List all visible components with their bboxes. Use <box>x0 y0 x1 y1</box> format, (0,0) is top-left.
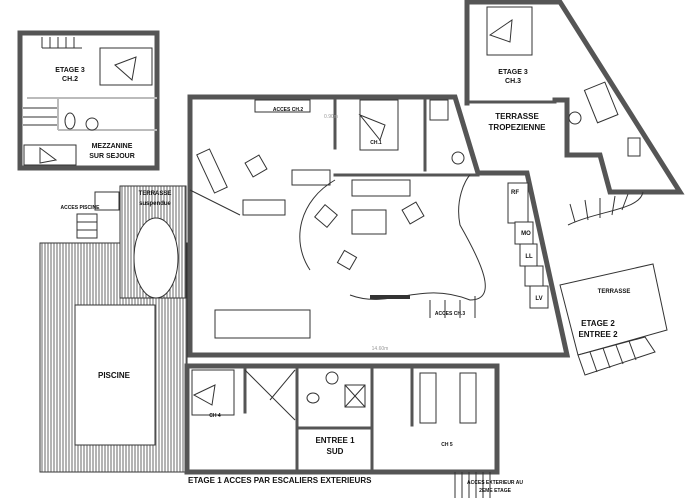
label-terrasse-suspendue-sub: suspendue <box>139 201 171 207</box>
label-etage2: ETAGE 2 <box>581 319 615 328</box>
label-etage1-caption: ETAGE 1 ACCES PAR ESCALIERS EXTERIEURS <box>188 476 372 485</box>
ch2-block <box>17 30 160 171</box>
pool-stairs <box>76 191 120 239</box>
label-rf: RF <box>511 190 519 196</box>
label-ch3-floor: ETAGE 3 <box>498 69 528 76</box>
ch3-block <box>464 0 685 226</box>
label-piscine: PISCINE <box>98 371 131 380</box>
label-entree2: ENTREE 2 <box>578 330 618 339</box>
label-ch2: CH.2 <box>62 76 78 83</box>
dimension-door: 0.90m <box>324 114 338 120</box>
label-acces-piscine: ACCES PISCINE <box>61 205 101 211</box>
label-ch4: CH 4 <box>209 413 221 419</box>
label-ch5: CH 5 <box>441 442 453 448</box>
terrasse-suspendue <box>119 185 187 299</box>
etage1-block <box>184 363 500 498</box>
label-ch2-floor: ETAGE 3 <box>55 67 85 74</box>
label-ll: LL <box>525 254 533 260</box>
label-terrasse-suspendue: TERRASSE <box>139 191 172 197</box>
label-ch1: CH.1 <box>370 140 382 146</box>
label-acces-exterieur-sub: 2EME ETAGE <box>479 488 512 494</box>
label-ch3: CH.3 <box>505 78 521 85</box>
label-mezzanine: MEZZANINE <box>92 143 133 150</box>
label-terrasse-east: TERRASSE <box>598 289 631 295</box>
label-lv: LV <box>535 296 542 302</box>
label-mo: MO <box>521 231 531 237</box>
label-acces-ch3: ACCES CH.3 <box>435 311 466 317</box>
label-entree1: ENTREE 1 <box>315 436 355 445</box>
pool <box>74 304 156 446</box>
label-mezzanine-sub: SUR SEJOUR <box>89 153 135 160</box>
label-terrasse-tropezienne: TERRASSE <box>495 112 539 121</box>
main-living <box>187 94 571 358</box>
label-acces-ch2: ACCES CH.2 <box>273 107 304 113</box>
dimension-main: 14.60m <box>372 346 389 352</box>
east-terrace <box>559 263 668 376</box>
label-sud: SUD <box>327 447 344 456</box>
kitchen-units <box>507 182 549 309</box>
label-acces-exterieur: ACCES EXTERIEUR AU <box>467 480 523 486</box>
label-tropezienne: TROPEZIENNE <box>489 123 547 132</box>
